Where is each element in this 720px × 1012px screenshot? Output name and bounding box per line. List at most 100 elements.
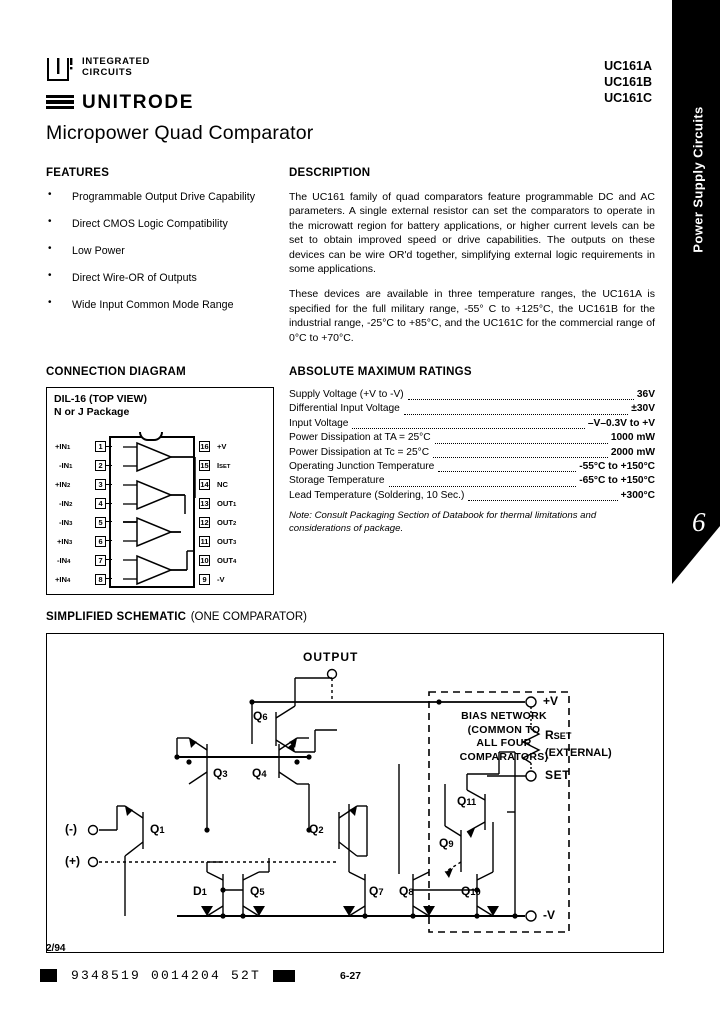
barcode-start-block	[40, 969, 57, 982]
pin-label: -V	[217, 575, 225, 584]
rating-value: –V–0.3V to +V	[587, 417, 655, 429]
abs-max-ratings-heading: ABSOLUTE MAXIMUM RATINGS	[289, 366, 472, 378]
pin-number: 3	[95, 479, 106, 490]
package-line-2: N or J Package	[54, 406, 130, 418]
logo-line-1: INTEGRATED	[82, 56, 151, 67]
pin-lead	[106, 578, 112, 580]
rating-label: Storage Temperature	[289, 475, 385, 487]
pin-label: -IN4	[57, 556, 71, 565]
description-section: DESCRIPTION The UC161 family of quad com…	[289, 167, 655, 345]
input-plus-label: (+)	[65, 854, 80, 868]
device-label-q8: Q8	[399, 884, 414, 898]
rating-row: Power Dissipation at TA = 25°C 1000 mW	[289, 431, 655, 445]
device-label-q1: Q1	[150, 822, 165, 836]
rating-value: ±30V	[631, 403, 655, 415]
rating-label: Lead Temperature (Soldering, 10 Sec.)	[289, 489, 465, 501]
bias-line-1: BIAS NETWORK	[461, 710, 547, 722]
pin-lead	[106, 540, 112, 542]
part-number: UC161C	[604, 91, 652, 105]
output-label: OUTPUT	[303, 650, 359, 664]
pin-number: 4	[95, 498, 106, 509]
pin-label: -IN3	[59, 518, 73, 527]
pin-number: 6	[95, 536, 106, 547]
abs-max-ratings-list: Supply Voltage (+V to -V) 36V Differenti…	[289, 388, 655, 503]
leader-dots	[352, 422, 585, 430]
device-label-q3: Q3	[213, 766, 228, 780]
schematic-box: OUTPUT +V -V SET RSET (EXTERNAL) BIAS NE…	[46, 633, 664, 953]
schematic-drawing	[87, 668, 570, 933]
pin-number: 10	[199, 555, 210, 566]
dip-package-drawing: 1 +IN1 2 -IN1 3 +IN2 4 -IN2 5 -IN3 6 +IN…	[47, 432, 275, 594]
device-label-q6: Q6	[253, 709, 268, 723]
pin-number: 1	[95, 441, 106, 452]
part-number-list: UC161A UC161B UC161C	[604, 58, 652, 106]
revision-date: 2/94	[46, 943, 66, 954]
schematic-heading-rest: (ONE COMPARATOR)	[190, 611, 307, 623]
barcode-digits: 9348519 0014204 52T	[71, 968, 262, 983]
logo-wordmark-lines: INTEGRATED CIRCUITS	[82, 56, 151, 78]
comparator-symbols	[123, 441, 196, 586]
ratings-note: Note: Consult Packaging Section of Datab…	[289, 510, 597, 534]
pin-lead	[106, 446, 112, 448]
rating-label: Power Dissipation at Tc = 25°C	[289, 446, 430, 458]
connection-diagram-box: DIL-16 (TOP VIEW) N or J Package	[46, 387, 274, 595]
rating-label: Power Dissipation at TA = 25°C	[289, 432, 431, 444]
leader-dots	[407, 393, 634, 401]
package-line-1: DIL-16 (TOP VIEW)	[54, 393, 147, 405]
pin-lead	[106, 559, 112, 561]
unitrode-logo-icon	[47, 58, 73, 81]
brand-name: UNITRODE	[82, 92, 195, 113]
rating-row: Differential Input Voltage ±30V	[289, 402, 655, 416]
brand-row: UNITRODE	[46, 92, 194, 114]
schematic-heading: SIMPLIFIED SCHEMATIC (ONE COMPARATOR)	[46, 607, 666, 625]
connection-diagram-section: CONNECTION DIAGRAM DIL-16 (TOP VIEW) N o…	[46, 366, 276, 595]
leader-dots	[468, 494, 618, 502]
leader-dots	[388, 480, 577, 487]
description-heading: DESCRIPTION	[289, 167, 371, 179]
pin-number: 5	[95, 517, 106, 528]
abs-max-ratings-section: ABSOLUTE MAXIMUM RATINGS Supply Voltage …	[289, 366, 655, 535]
device-label-q5: Q5	[250, 884, 265, 898]
bias-network-label: BIAS NETWORK (COMMON TO ALL FOUR COMPARA…	[439, 710, 569, 764]
part-number: UC161B	[604, 75, 652, 89]
list-item: Wide Input Common Mode Range	[46, 297, 286, 311]
chapter-label: Power Supply Circuits	[690, 106, 706, 253]
device-label-q9: Q9	[439, 836, 454, 850]
device-label-d1: D1	[193, 884, 207, 898]
pin-number: 14	[199, 479, 210, 490]
page-title: Micropower Quad Comparator	[46, 122, 314, 144]
rating-label: Input Voltage	[289, 417, 349, 429]
pin-label: OUT4	[217, 556, 237, 565]
connection-diagram-heading: CONNECTION DIAGRAM	[46, 366, 186, 378]
pin-label: OUT3	[217, 537, 237, 546]
leader-dots	[403, 408, 629, 415]
pin-label: ISET	[217, 461, 231, 470]
rset-external-label: (EXTERNAL)	[545, 747, 612, 759]
rating-value: -65°C to +150°C	[579, 475, 655, 487]
list-item: Low Power	[46, 243, 286, 257]
bias-line-2: (COMMON TO	[467, 723, 541, 736]
bias-line-3: ALL FOUR	[476, 737, 532, 749]
leader-dots	[433, 451, 608, 459]
description-paragraph: The UC161 family of quad comparators fea…	[289, 191, 655, 276]
rating-value: -55°C to +150°C	[579, 461, 655, 473]
pin-label: OUT2	[217, 518, 237, 527]
rating-label: Supply Voltage (+V to -V)	[289, 389, 404, 400]
rating-value: 1000 mW	[610, 432, 655, 444]
pin-number: 13	[199, 498, 210, 509]
rating-row: Operating Junction Temperature -55°C to …	[289, 460, 655, 474]
chapter-number: 6	[692, 507, 706, 537]
device-label-q10: Q10	[461, 884, 481, 898]
features-list: Programmable Output Drive Capability Dir…	[46, 189, 286, 311]
pin-number: 8	[95, 574, 106, 585]
list-item: Programmable Output Drive Capability	[46, 189, 286, 203]
pin-lead	[106, 465, 112, 467]
rating-value: 2000 mW	[610, 446, 655, 458]
rating-row: Power Dissipation at Tc = 25°C 2000 mW	[289, 446, 655, 460]
rating-label: Operating Junction Temperature	[289, 461, 435, 473]
pin-number: 7	[95, 555, 106, 566]
rating-row: Supply Voltage (+V to -V) 36V	[289, 388, 655, 402]
pin-label: -IN1	[59, 461, 73, 470]
pin-number: 9	[199, 574, 210, 585]
pin-lead	[106, 503, 112, 505]
